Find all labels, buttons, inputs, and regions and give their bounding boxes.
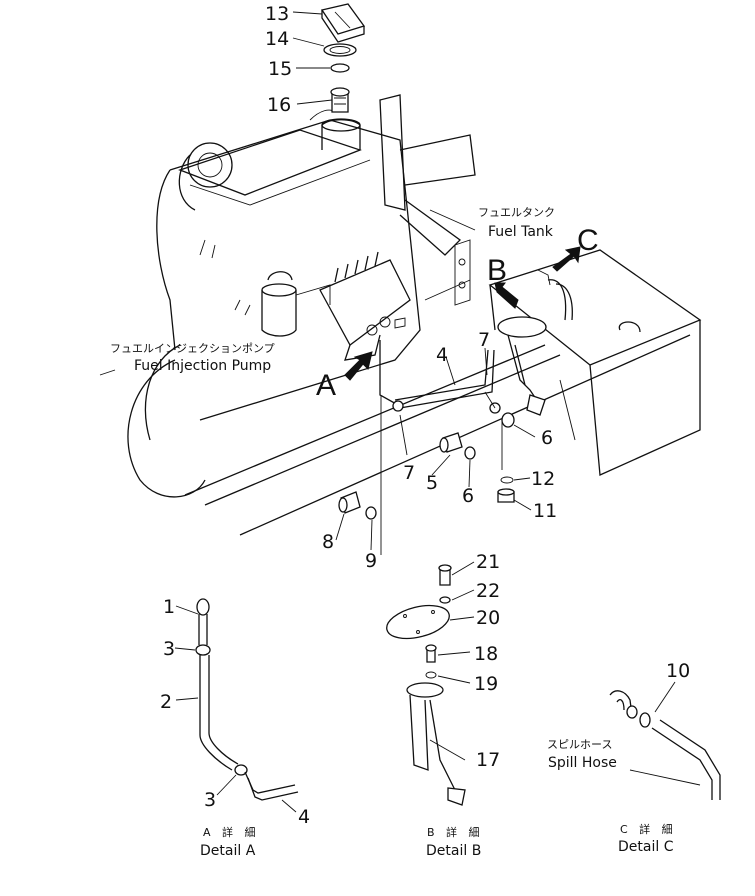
part-number-22: 22 xyxy=(476,580,500,602)
part-number-21: 21 xyxy=(476,551,500,573)
engine-drawing xyxy=(127,94,476,498)
part-number-15: 15 xyxy=(268,58,292,80)
view-letter-c: C xyxy=(577,224,599,257)
part-number-18: 18 xyxy=(474,643,498,665)
part-number-11: 11 xyxy=(533,500,557,522)
detail-c-title-en: Detail C xyxy=(618,839,674,855)
part-number-5: 5 xyxy=(426,472,438,494)
part-number-16: 16 xyxy=(267,94,291,116)
detail-b-title-jp: B 詳 細 xyxy=(427,825,484,839)
part-number-4: 4 xyxy=(436,344,448,366)
hardware-main xyxy=(338,412,515,520)
detail-c-title-jp: C 詳 細 xyxy=(620,822,677,836)
view-letter-b: B xyxy=(487,254,507,287)
view-arrows xyxy=(344,246,581,381)
spill-hose-label-jp: スピルホース xyxy=(547,738,612,751)
part-number-8: 8 xyxy=(322,531,334,553)
filler-cap-parts xyxy=(320,3,366,113)
part-number-20: 20 xyxy=(476,607,500,629)
part-number-17: 17 xyxy=(476,749,500,771)
detail-a-drawing xyxy=(174,598,299,813)
part-number-7-bottom: 7 xyxy=(403,462,415,484)
detail-b-title-en: Detail B xyxy=(426,843,481,859)
leader-lines xyxy=(292,11,536,555)
part-number-19: 19 xyxy=(474,673,498,695)
fuel-line-part-4 xyxy=(379,340,501,414)
fuel-tank-drawing xyxy=(454,239,702,476)
part-number-10: 10 xyxy=(666,660,690,682)
view-letter-a: A xyxy=(316,369,336,402)
part-number-13: 13 xyxy=(265,3,289,25)
part-number-9: 9 xyxy=(365,550,377,572)
detail-b-drawing xyxy=(386,561,475,806)
part-number-12: 12 xyxy=(531,468,555,490)
fuel-tank-label-jp: フュエルタンク xyxy=(478,206,555,219)
part-number-6-mid: 6 xyxy=(462,485,474,507)
part-number-3-bottom: 3 xyxy=(204,789,216,811)
part-number-2: 2 xyxy=(160,691,172,713)
fuel-tank-label-en: Fuel Tank xyxy=(488,224,554,240)
part-number-7-top: 7 xyxy=(478,329,490,351)
fuel-injection-pump-label-jp: フュエルインジェクションポンプ xyxy=(110,342,275,355)
fuel-injection-pump-label-en: Fuel Injection Pump xyxy=(134,358,271,374)
part-number-4-detail: 4 xyxy=(298,806,310,828)
detail-a-title-jp: A 詳 細 xyxy=(203,825,260,839)
part-number-3-top: 3 xyxy=(163,638,175,660)
frame-rails xyxy=(99,279,691,536)
detail-a-title-en: Detail A xyxy=(200,843,256,859)
spill-hose-label-en: Spill Hose xyxy=(548,755,617,771)
part-number-6-right: 6 xyxy=(541,427,553,449)
part-number-14: 14 xyxy=(265,28,289,50)
part-number-1: 1 xyxy=(163,596,175,618)
detail-c-drawing xyxy=(609,681,721,800)
